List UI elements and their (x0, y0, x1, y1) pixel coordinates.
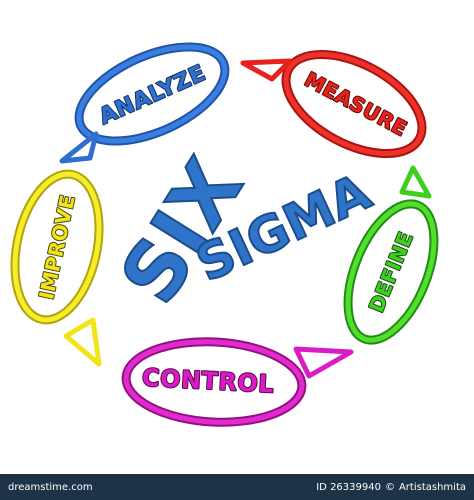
analyze-arrow-icon (59, 131, 99, 164)
footer-id: ID 26339940 (316, 481, 381, 493)
footer-author: Artistashmita (398, 481, 466, 493)
improve-step: IMPROVE (10, 169, 104, 367)
six-sigma-title: SIX SIGMA (102, 142, 381, 320)
copyright-icon: © (384, 481, 395, 493)
measure-step: MEASURE (240, 49, 427, 159)
footer-credit: ID 26339940 © Artistashmita (316, 482, 466, 493)
define-arrow-icon (399, 165, 432, 199)
define-label: DEFINE (364, 228, 418, 316)
control-step: CONTROL (121, 337, 354, 427)
analyze-step: ANALYZE (59, 42, 230, 164)
footer-bar: dreamstime.com ID 26339940 © Artistashmi… (0, 474, 474, 500)
control-label: CONTROL (141, 364, 274, 399)
improve-label: IMPROVE (34, 192, 80, 301)
measure-arrow-icon (240, 58, 293, 82)
footer-site[interactable]: dreamstime.com (8, 481, 93, 493)
control-arrow-icon (293, 346, 354, 379)
improve-arrow-icon (63, 317, 102, 367)
six-sigma-cycle-diagram: ANALYZE MEASURE DEFINE CONTROL IMPROVE S… (10, 42, 439, 427)
